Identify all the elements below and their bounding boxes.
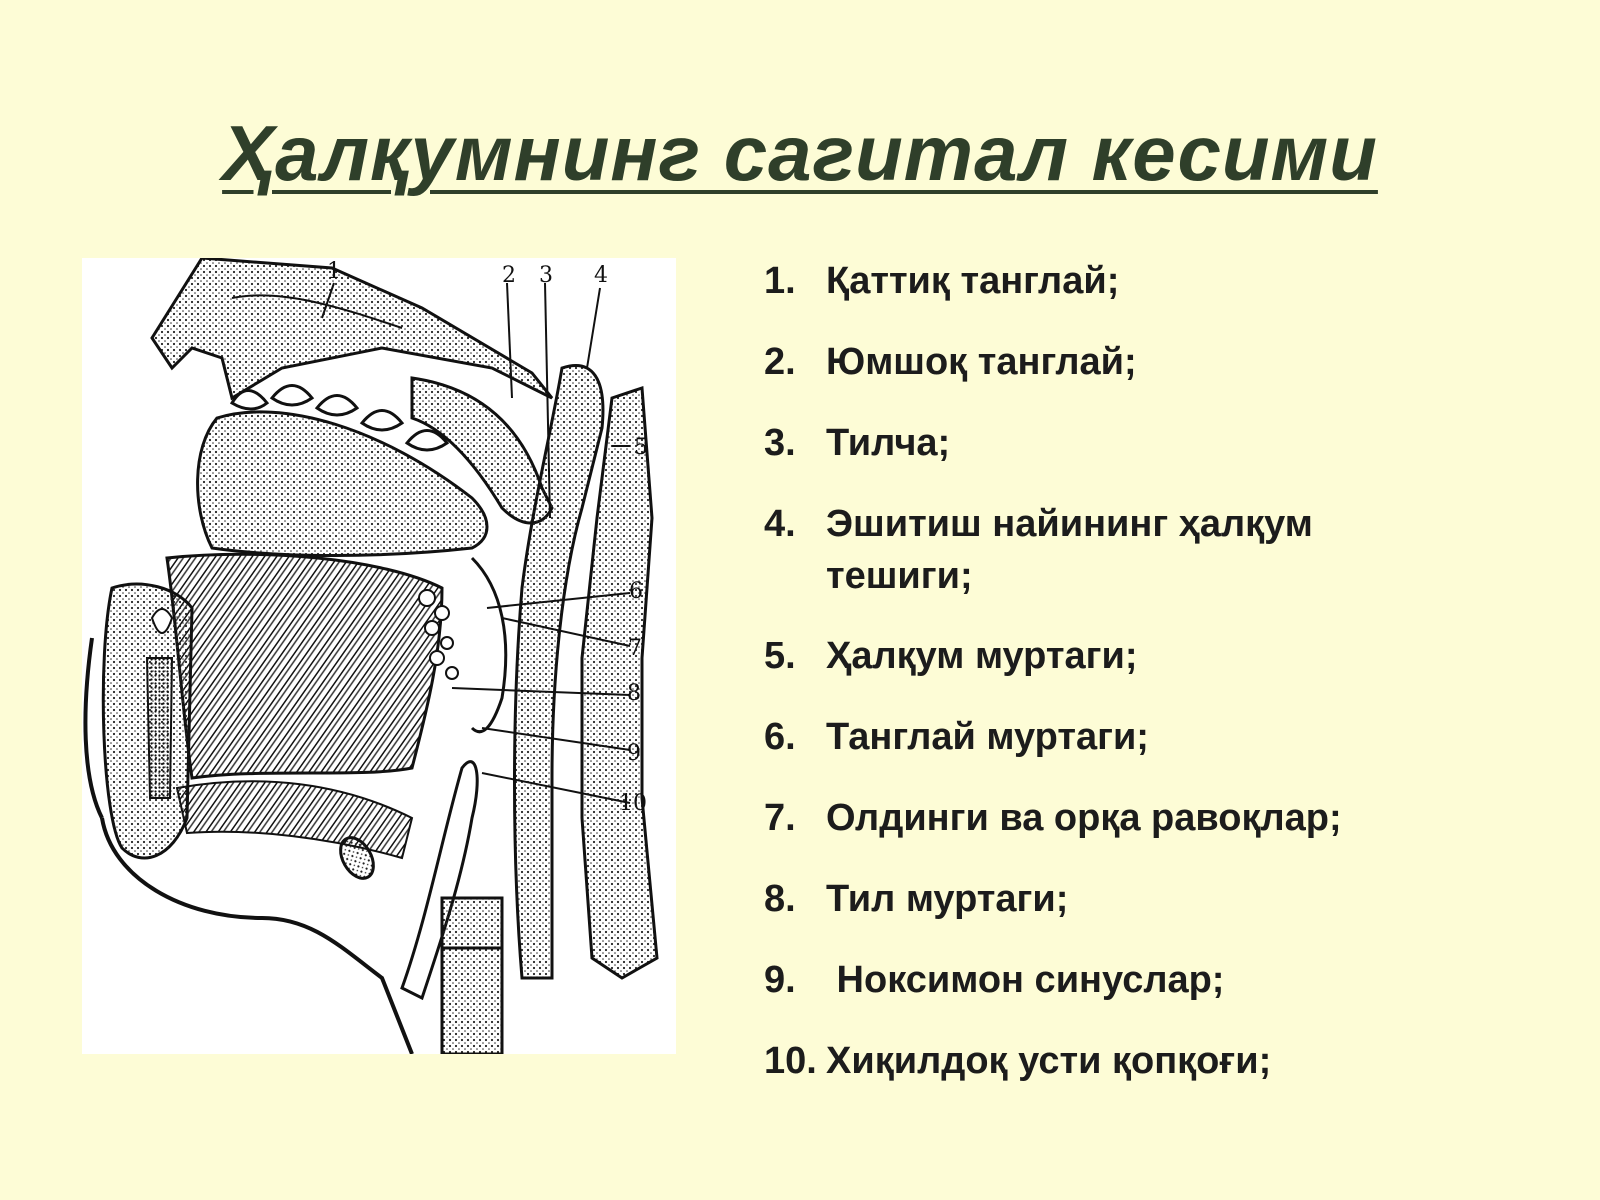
pharynx-wall (513, 364, 605, 980)
legend-item: 3.Тилча; (764, 422, 951, 464)
legend-item: 6.Танглай муртаги; (764, 716, 1149, 758)
callout-1: 1 (327, 259, 341, 284)
legend-item: 7.Олдинги ва орқа равоқлар; (764, 797, 1342, 839)
callout-9: 9 (627, 741, 641, 766)
sagittal-section-figure: 1 2 3 4 5 6 7 8 9 10 (82, 258, 676, 1054)
callout-8: 8 (627, 681, 641, 706)
slide-title: Ҳалқумнинг сагитал кесими (222, 109, 1378, 197)
legend-item: 1.Қаттиқ танглай; (764, 260, 1120, 302)
legend-item: 9. Ноксимон синуслар; (764, 959, 1225, 1001)
tongue-dorsum (196, 410, 489, 557)
callout-6: 6 (629, 579, 643, 604)
legend-item: 10.Хиқилдоқ усти қопқоғи; (764, 1040, 1272, 1082)
callout-2: 2 (502, 263, 516, 288)
callout-5: 5 (634, 435, 648, 460)
legend-item: 8.Тил муртаги; (764, 878, 1069, 920)
callout-10: 10 (619, 791, 647, 816)
palatine-tonsil (418, 589, 459, 680)
callout-7: 7 (628, 636, 642, 661)
legend-item: 5.Ҳалқум муртаги; (764, 635, 1138, 677)
tongue-muscle (165, 552, 444, 780)
hyoid (339, 836, 375, 880)
callout-3: 3 (539, 263, 553, 288)
anatomy-illustration: 1 2 3 4 5 6 7 8 9 10 (83, 258, 659, 1054)
hard-palate (150, 258, 554, 401)
legend-item: 4.Эшитиш найининг ҳалқум тешиги; (764, 503, 1313, 597)
vertebrae (580, 385, 659, 980)
upper-teeth (229, 384, 450, 452)
legend-item: 2.Юмшоқ танглай; (764, 341, 1137, 383)
legend-list: 1.Қаттиқ танглай; 2.Юмшоқ танглай; 3.Тил… (764, 255, 1584, 1116)
epiglottis (400, 760, 479, 1001)
callout-4: 4 (594, 263, 608, 288)
